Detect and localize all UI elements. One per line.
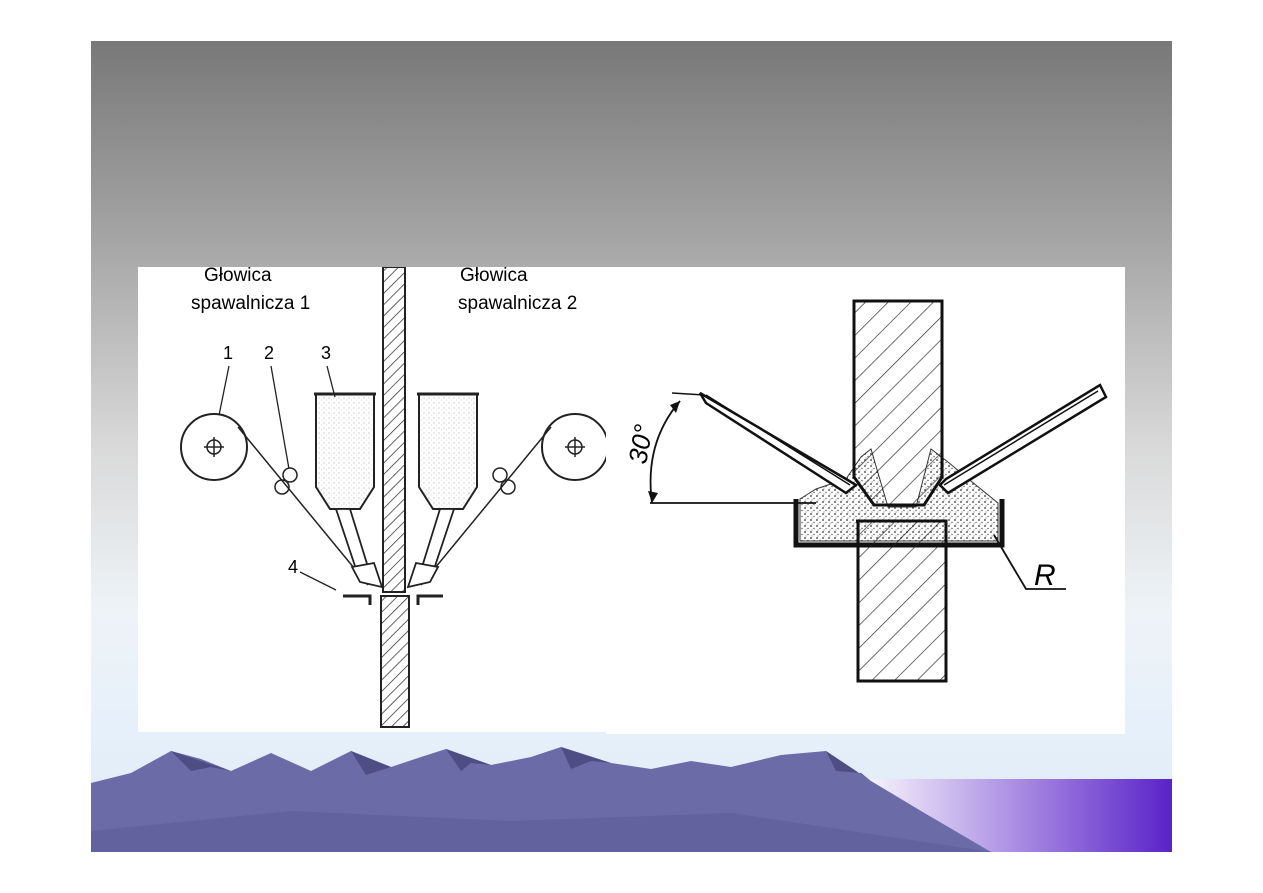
nozzle-left: [350, 561, 384, 589]
angle-label: 30°: [622, 422, 658, 466]
label-2: 2: [264, 343, 274, 363]
flux-hopper-right: [418, 393, 478, 510]
nozzle-right: [406, 561, 440, 589]
angle-arc: [649, 400, 681, 504]
wire-left: [237, 426, 369, 586]
fillet-weld-diagram: 30° R: [606, 267, 1125, 734]
head1-title-line2: spawalnicza 1: [191, 293, 310, 314]
label-1: 1: [223, 343, 233, 363]
wire-right: [420, 426, 552, 586]
head1-title-line1: Głowica: [204, 267, 272, 286]
flux-hopper-left: [315, 393, 375, 510]
flux-tube-left: [334, 508, 370, 571]
head2-title-line1: Głowica: [460, 267, 528, 286]
base-plate-section: [380, 595, 410, 728]
leader-4: [299, 571, 337, 591]
flux-tube-right: [420, 508, 456, 571]
mountain-footer: [91, 747, 1172, 852]
slide: Głowica spawalnicza 1 Głowica spawalnicz…: [91, 41, 1172, 852]
flux-support-left: [343, 594, 372, 605]
leader-3: [326, 365, 336, 398]
welding-heads-diagram: Głowica spawalnicza 1 Głowica spawalnicz…: [138, 265, 612, 732]
label-4: 4: [288, 557, 298, 577]
leader-2: [270, 365, 290, 470]
flux-support-right: [416, 594, 443, 605]
electrode-left: [698, 391, 859, 495]
upper-plate: [852, 299, 944, 507]
vertical-plate: [382, 266, 406, 593]
feed-roller-right-top: [492, 467, 508, 483]
r-leader: [993, 534, 1066, 590]
fillet-weld-drawing: 30° R: [622, 299, 1108, 683]
lower-plate: [856, 519, 948, 683]
r-label: R: [1034, 559, 1056, 592]
welding-heads-drawing: Głowica spawalnicza 1 Głowica spawalnicz…: [180, 265, 609, 728]
label-3: 3: [321, 343, 331, 363]
head2-title-line2: spawalnicza 2: [458, 293, 577, 314]
feed-roller-right-bottom: [500, 479, 516, 495]
feed-roller-left-top: [282, 467, 298, 483]
